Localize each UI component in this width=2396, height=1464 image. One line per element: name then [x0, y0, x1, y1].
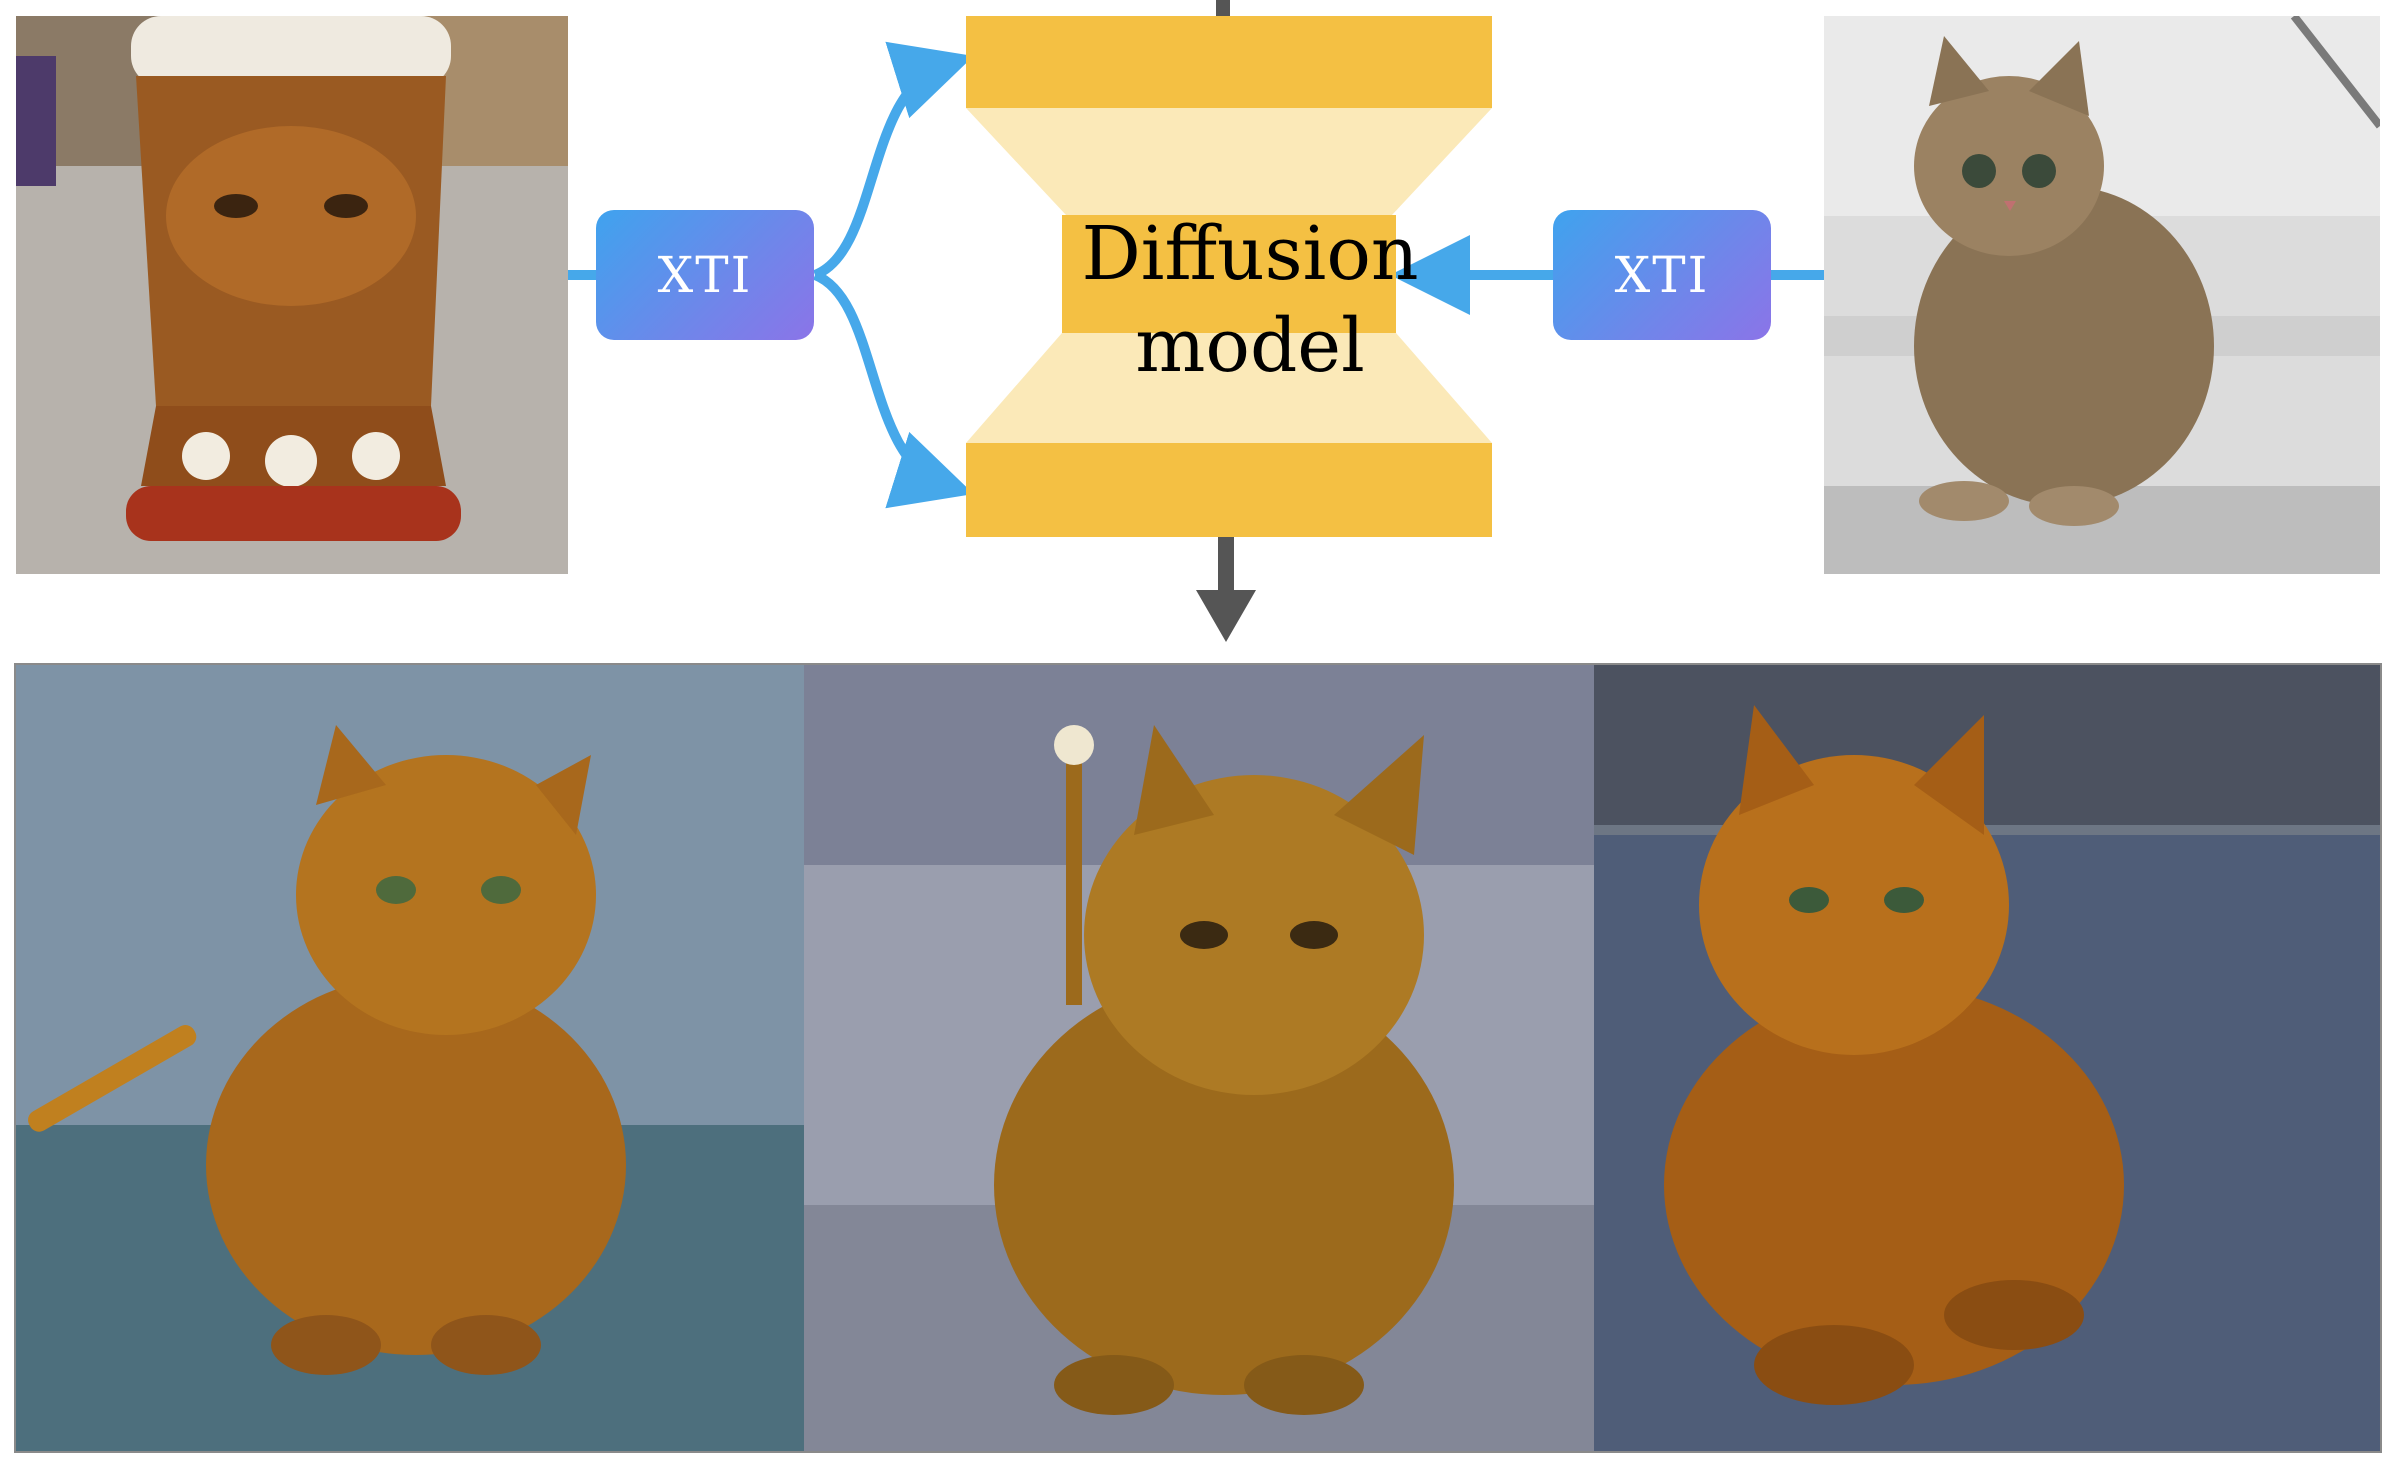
model-middle-block — [1062, 215, 1396, 333]
xti-left-box: XTI — [596, 210, 814, 340]
kitten-icon — [1914, 36, 2214, 526]
input-kitten-photo — [1824, 16, 2380, 574]
xti-left-label: XTI — [657, 246, 753, 304]
cat-figurine-icon — [1664, 705, 2124, 1405]
xti-left-arrow-down — [812, 270, 974, 509]
model-top-funnel — [966, 108, 1492, 215]
xti-right-label: XTI — [1614, 246, 1710, 304]
xti-right-box: XTI — [1553, 210, 1771, 340]
model-bottom-bar — [966, 443, 1492, 537]
output-images-row — [14, 663, 2382, 1453]
tiki-mug-icon — [126, 16, 461, 541]
input-tiki-mug-photo — [16, 16, 568, 574]
cat-figurine-icon — [994, 725, 1454, 1415]
xti-left-arrow-up — [812, 41, 974, 280]
output-cat-robot-2 — [804, 665, 1594, 1451]
model-label-line1: Diffusion — [1081, 211, 1419, 297]
output-cat-robot-1 — [16, 665, 804, 1451]
cat-figurine-icon — [28, 725, 626, 1375]
output-cat-robot-3 — [1594, 665, 2380, 1451]
diffusion-model-label: Diffusion model — [1040, 208, 1460, 392]
model-label-line2: model — [1135, 303, 1365, 389]
model-bottom-funnel — [966, 333, 1492, 443]
model-top-bar — [966, 16, 1492, 108]
output-arrow-head — [1196, 590, 1256, 642]
